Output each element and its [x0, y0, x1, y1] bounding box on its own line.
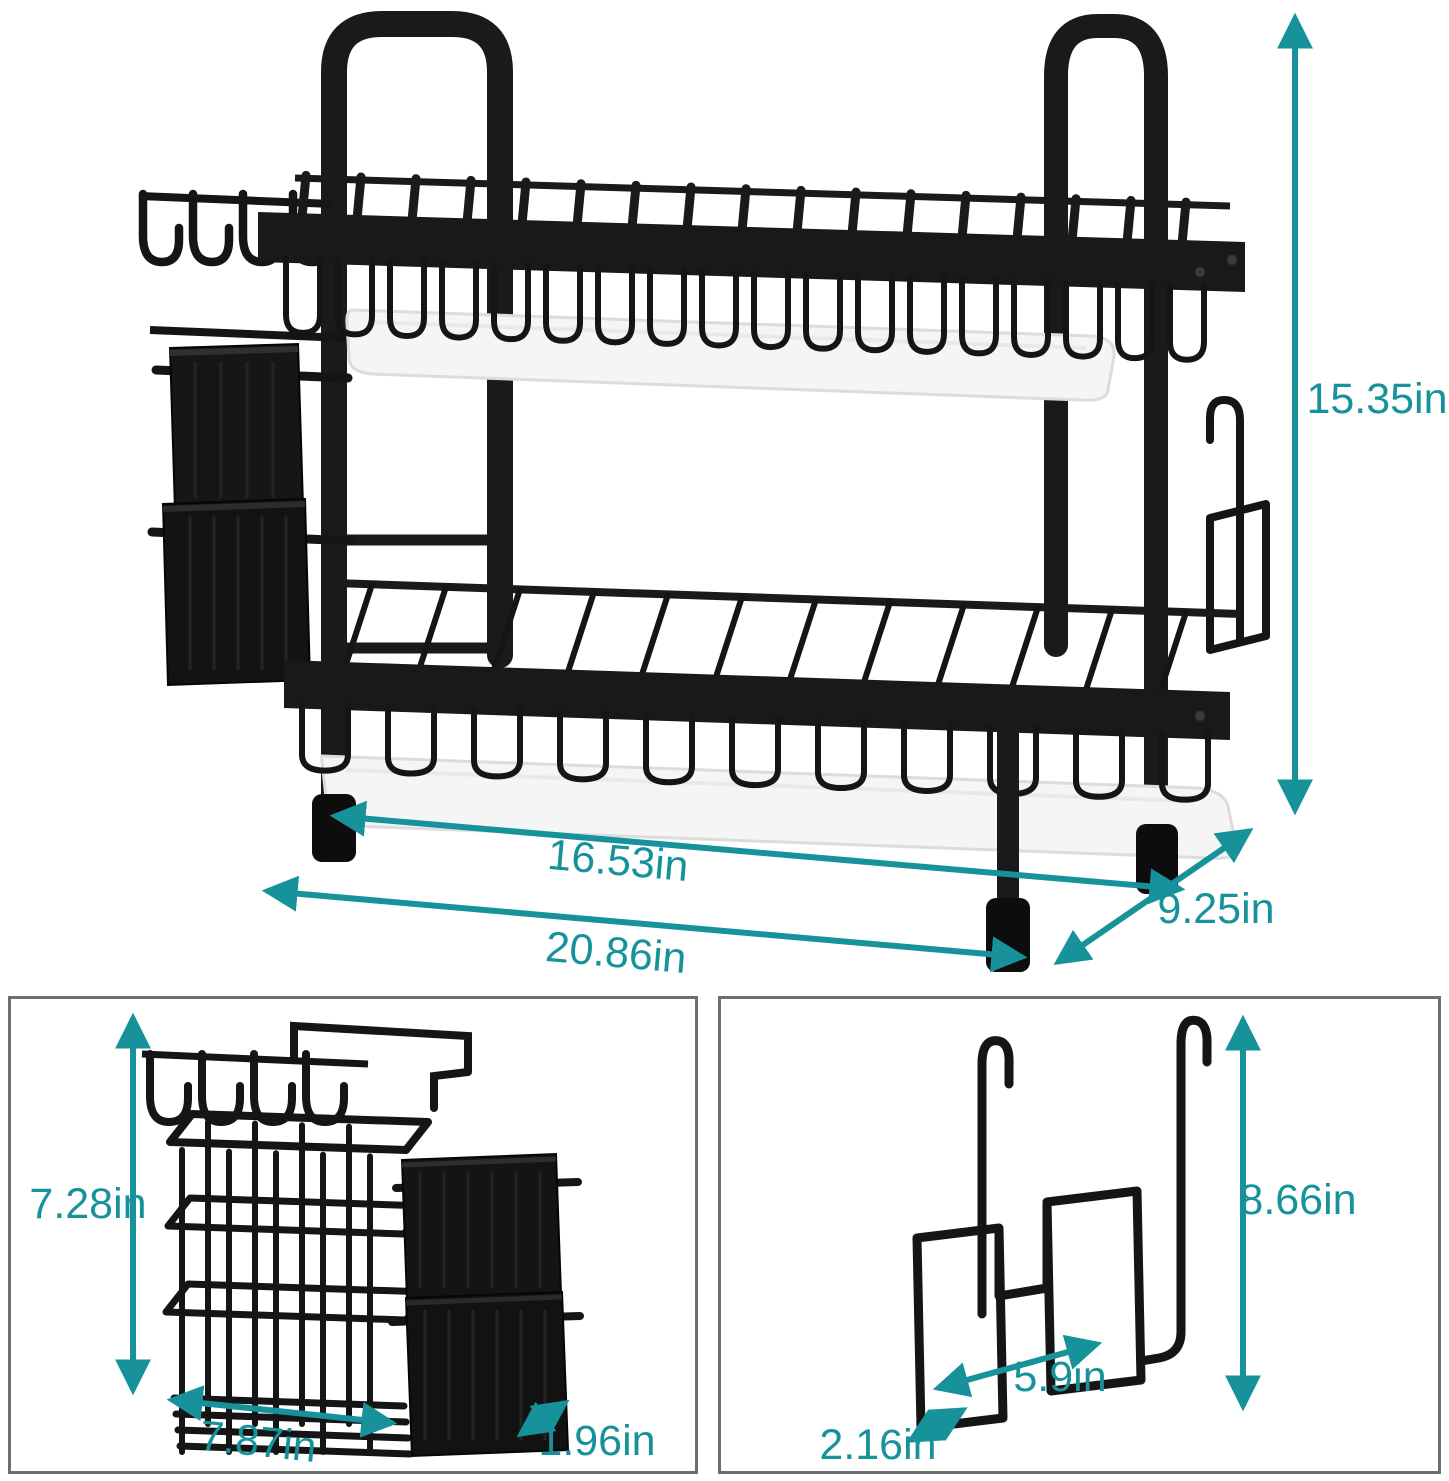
main-dimension-arrows: [261, 12, 1313, 973]
utensil-holder-dimension-arrows: [115, 1012, 570, 1438]
cup-hook-dimension-arrows: [906, 1014, 1261, 1443]
top-tier: [258, 170, 1245, 402]
top-tier-frame: [258, 212, 1245, 292]
side-utensil-holder: [138, 189, 357, 687]
cup-ribs: [193, 362, 275, 498]
cup-ribs: [188, 516, 288, 670]
arrow-depth-9-25: [1053, 827, 1254, 966]
utensil-holder-illustration: [141, 1021, 584, 1458]
arrow-width-5-9: [932, 1334, 1103, 1398]
cutlery-cup-upper: [400, 1152, 563, 1302]
arrow-inner-width-16-53: [329, 800, 1186, 905]
foot-cap: [312, 794, 356, 862]
lower-tier: [284, 579, 1241, 860]
cutlery-cup-upper: [168, 342, 305, 512]
utensil-holder-panel-border: [8, 996, 698, 1474]
foot-cap: [986, 898, 1030, 972]
dimension-label-depth: 9.25in: [1157, 885, 1275, 933]
arrow-width-7-87: [166, 1385, 398, 1438]
side-cup-holder-hook: [1206, 396, 1270, 654]
cup-hook-panel-border: [718, 996, 1441, 1474]
cup-ribs: [418, 1172, 542, 1288]
lower-tier-frame: [284, 660, 1230, 740]
arrow-depth-2-16: [906, 1407, 968, 1443]
dimension-label-holder-cup-depth: 1.96in: [538, 1417, 656, 1465]
left-handle-frame: [321, 11, 513, 811]
dish-wire-loops: [283, 255, 1207, 363]
cup-hook-illustration: [912, 1015, 1212, 1433]
right-handle-frame: [1044, 14, 1168, 840]
dimension-label-height: 15.35in: [1306, 375, 1448, 423]
dimension-label-hook-height: 8.66in: [1239, 1176, 1357, 1224]
dimension-label-holder-height: 7.28in: [29, 1180, 147, 1228]
plate-prongs: [297, 170, 1191, 249]
arrow-overall-width-20-86: [261, 875, 1028, 973]
dimension-label-hook-width: 5.9in: [1013, 1353, 1107, 1401]
basket-wall-wires: [343, 581, 1189, 696]
dimension-label-hook-depth: 2.16in: [819, 1421, 937, 1469]
top-drip-tray: [345, 308, 1116, 402]
arrow-depth-1-96: [516, 1399, 570, 1438]
